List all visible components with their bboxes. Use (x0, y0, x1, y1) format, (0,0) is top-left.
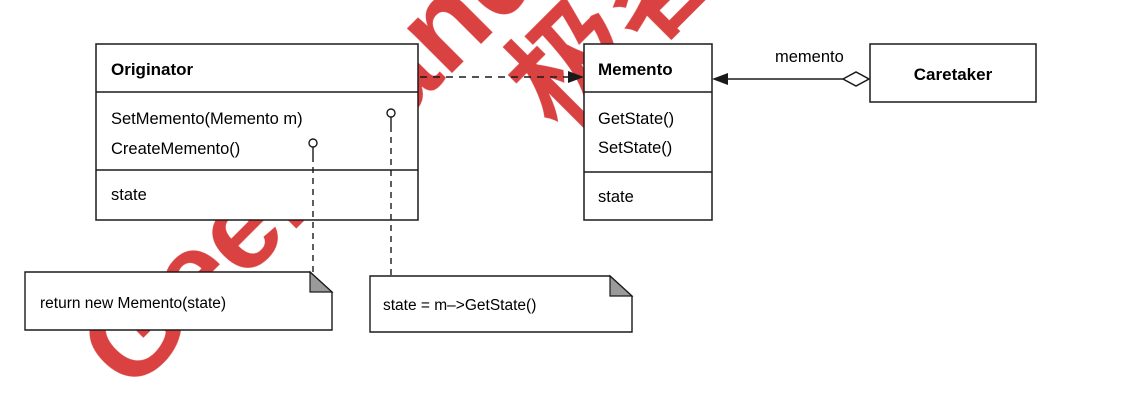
memento-attribute-state: state (598, 188, 634, 206)
memento-class: Memento GetState() SetState() state (583, 43, 713, 221)
note-set-memento: state = m–>GetState() (369, 274, 634, 333)
note-create-memento: return new Memento(state) (24, 270, 334, 331)
association-role-label: memento (775, 48, 844, 66)
note-set-memento-box (369, 275, 633, 333)
originator-class: Originator SetMemento(Memento m) CreateM… (95, 43, 419, 221)
memento-class-name: Memento (598, 60, 673, 79)
originator-attribute-state: state (111, 186, 147, 204)
caretaker-box (869, 43, 1037, 103)
note-set-memento-fold (609, 274, 634, 297)
note-anchor-creatememento (308, 138, 318, 272)
originator-operation-creatememento: CreateMemento() (111, 140, 240, 158)
aggregation-arrowhead (712, 73, 728, 85)
memento-operation-setstate: SetState() (598, 139, 672, 157)
note-create-memento-text: return new Memento(state) (40, 295, 226, 312)
caretaker-class: Caretaker (869, 43, 1037, 103)
note-set-memento-text: state = m–>GetState() (383, 297, 536, 314)
memento-box (583, 43, 713, 221)
note-anchor-setmemento (386, 108, 396, 276)
aggregation-caretaker-memento: memento (712, 48, 871, 87)
originator-box (95, 43, 419, 221)
memento-operation-getstate: GetState() (598, 110, 674, 128)
note-create-memento-fold (309, 270, 334, 293)
note-create-memento-box (24, 271, 333, 331)
originator-class-name: Originator (111, 60, 194, 79)
dependency-originator-memento (420, 71, 584, 83)
aggregation-diamond (841, 71, 871, 87)
originator-operation-setmemento: SetMemento(Memento m) (111, 110, 303, 128)
dependency-arrowhead (568, 71, 584, 83)
caretaker-class-name: Caretaker (914, 65, 993, 84)
